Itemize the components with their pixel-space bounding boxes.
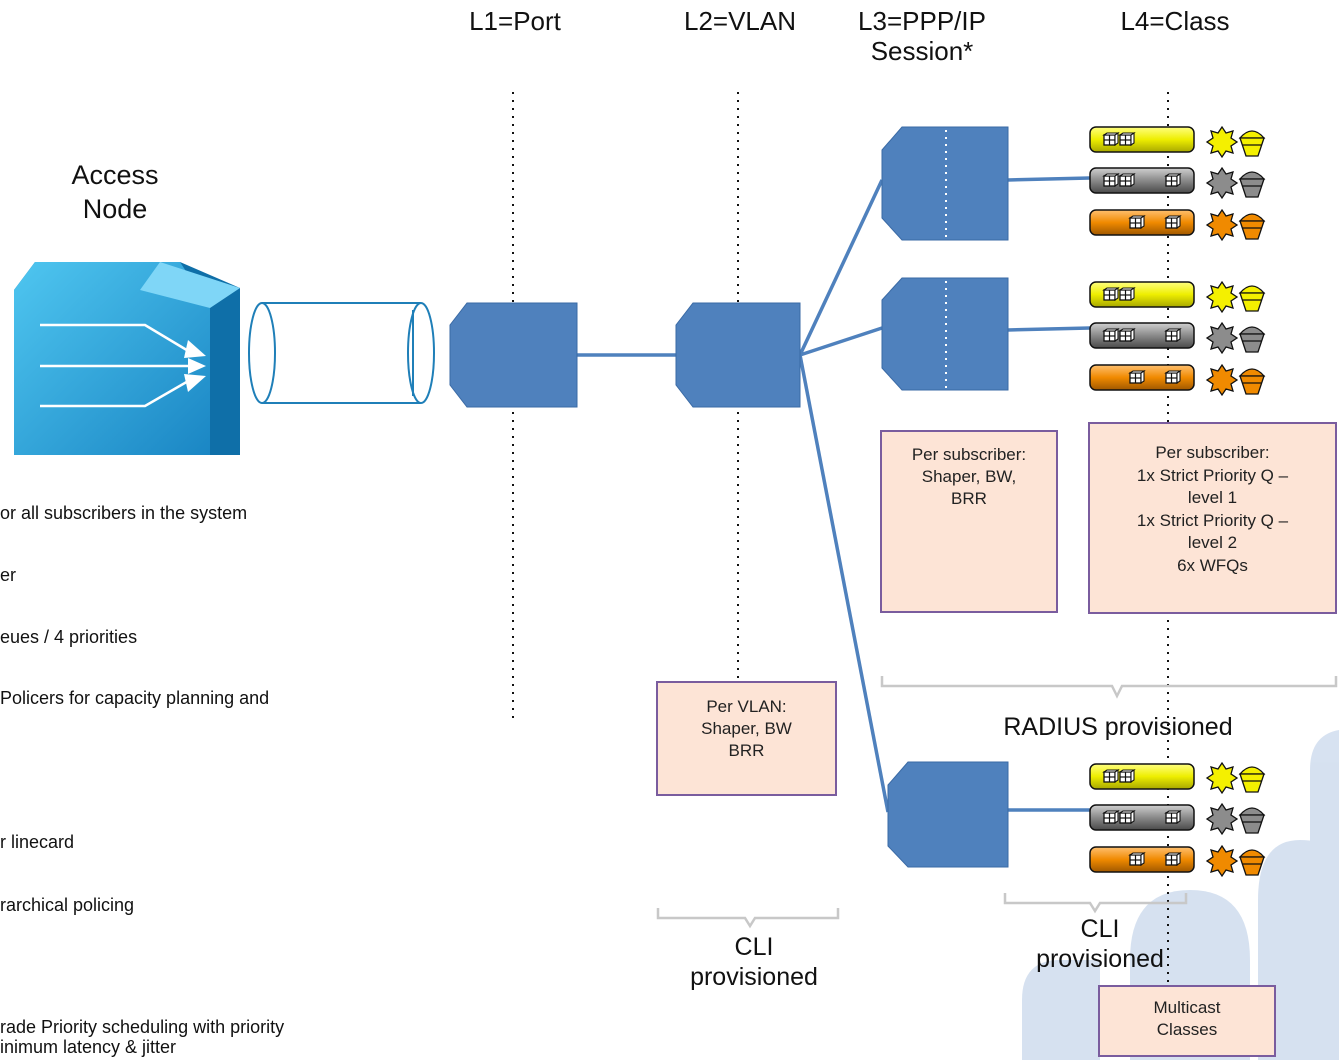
left-text-line: Policers for capacity planning and [0,688,270,708]
class-bar-gray [1089,322,1195,349]
class-bar-orange [1089,364,1195,391]
caption-line: provisioned [690,963,818,991]
header-l3-session: L3=PPP/IP Session* [858,6,986,66]
left-text-line: or all subscribers in the system [0,503,248,523]
box-line: Per VLAN: [706,697,787,716]
class-queues-group-1 [1089,126,1195,236]
box-line: BRR [728,741,765,760]
class-bar-gray [1089,804,1195,831]
box-line: 1x Strict Priority Q – [1136,510,1289,530]
per-subscriber-shaper-text: Per subscriber: Shaper, BW, BRR [911,445,1027,508]
caption-line: CLI [1080,915,1120,943]
class-bar-yellow [1089,281,1195,308]
level-separators [512,92,1169,1015]
node-l3-session-3 [887,761,1009,868]
connector-lines [577,176,1091,813]
node-l3-session-2 [881,277,1009,391]
class-bar-gray [1089,167,1195,194]
class-bar-yellow [1089,763,1195,790]
caption-line: CLI [734,933,774,961]
scheduler-bucket-icons [1205,125,1266,878]
per-subscriber-shaper-box: Per subscriber: Shaper, BW, BRR [880,430,1058,613]
cli-provisioned-caption-right: CLI provisioned [1010,914,1190,974]
node-l3-session-1 [881,126,1009,241]
left-text-line: rarchical policing [0,895,135,915]
box-line: 1x Strict Priority Q – [1136,465,1289,485]
multicast-classes-box: Multicast Classes [1098,985,1276,1057]
class-queues-group-3 [1089,763,1195,873]
provisioning-braces [656,676,1338,929]
access-node-label: Access Node [71,160,159,224]
access-node-device [14,262,240,455]
class-bar-yellow [1089,126,1195,153]
class-bar-orange [1089,209,1195,236]
caption-line: provisioned [1036,945,1164,973]
box-line: level 1 [1187,488,1238,507]
node-l1-port [449,302,578,408]
left-text-line: r linecard [0,832,75,852]
left-text-line: rade Priority scheduling with priority [0,1017,285,1037]
box-line: Classes [1156,1020,1218,1039]
left-text-line: er [0,565,17,585]
class-queues-group-2 [1089,281,1195,391]
cli-provisioned-caption-left: CLI provisioned [664,932,844,992]
left-text-line: inimum latency & jitter [0,1037,177,1057]
header-l2-vlan: L2=VLAN [683,6,797,36]
box-line: Per subscriber: [1155,443,1270,462]
class-bar-orange [1089,846,1195,873]
per-subscriber-queues-box: Per subscriber: 1x Strict Priority Q – l… [1088,422,1337,614]
header-l4-class: L4=Class [1120,6,1230,36]
box-line: Multicast [1153,998,1221,1017]
box-line: level 2 [1187,533,1238,552]
node-l2-vlan [675,302,801,408]
box-line: Shaper, BW [701,719,792,738]
box-line: 6x WFQs [1177,555,1248,575]
link-tube [248,302,435,404]
left-text-line: eues / 4 priorities [0,627,138,647]
header-l1-port: L1=Port [469,6,561,36]
per-vlan-box: Per VLAN: Shaper, BW BRR [656,681,837,796]
radius-provisioned-caption: RADIUS provisioned [1003,713,1233,741]
